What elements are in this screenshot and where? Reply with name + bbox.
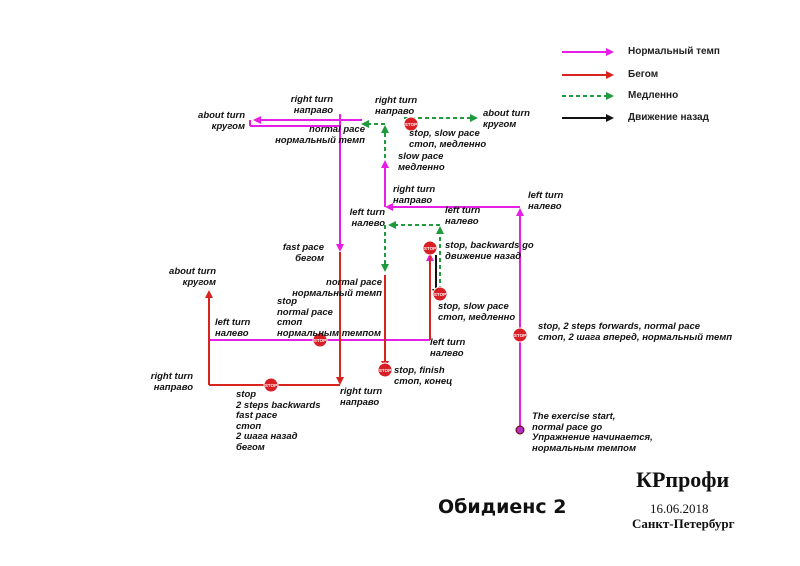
stop-sign: STOP [512,327,528,343]
label-left-turn-mid: left turn налево [349,207,385,229]
stop-sign: STOP [377,362,393,378]
label-stop-normal-pace: stop normal pace стоп нормальным темпом [277,296,381,339]
svg-text:STOP: STOP [379,368,391,373]
slow-pace-path [361,114,478,290]
stop-sign: STOP [263,377,279,393]
stop-sign: STOP [432,286,448,302]
label-left-turn-lower: left turn налево [430,337,466,359]
brand-name: КРпрофи [636,467,730,492]
label-about-turn-topleft: about turn кругом [198,110,245,132]
label-about-turn-top: about turn кругом [483,108,530,130]
legend-back-label: Движение назад [628,112,709,123]
svg-text:STOP: STOP [405,122,417,127]
label-left-turn-left: left turn налево [215,317,251,339]
label-stop-slow-mid: stop, slow pace стоп, медленно [438,301,516,323]
label-stop-slow-top: stop, slow pace стоп, медленно [409,128,487,150]
legend-slow-label: Медленно [628,90,679,101]
label-normal-pace-mid: normal pace нормальный темп [292,277,382,299]
stop-sign: STOP [312,332,328,348]
label-stop-finish: stop, finish стоп, конец [394,365,453,387]
legend-normal-label: Нормальный темп [628,46,720,57]
start-point [515,425,525,435]
label-left-turn-center: left turn налево [445,205,481,227]
label-about-turn-left: about turn кругом [169,266,216,288]
label-right-turn-left: right turn направо [150,371,193,393]
svg-text:STOP: STOP [424,246,436,251]
normal-pace-path [209,114,524,430]
stop-sign: STOP [422,240,438,256]
label-right-turn-top2: right turn направо [375,95,418,117]
svg-text:STOP: STOP [314,338,326,343]
label-right-turn-bottom: right turn направо [340,386,383,408]
stop-sign: STOP [403,116,419,132]
svg-text:STOP: STOP [265,383,277,388]
label-stop-backwards-go: stop, backwards go движение назад [445,240,534,262]
legend-run-label: Бегом [628,69,659,80]
label-stop-backwards-block: stop 2 steps backwards fast pace стоп 2 … [236,389,321,453]
svg-text:STOP: STOP [514,333,526,338]
label-fast-pace: fast pace бегом [282,242,324,264]
diagram-title: Обидиенс 2 [438,496,567,518]
label-left-turn-right: left turn налево [528,190,564,212]
label-normal-pace-top: normal pace нормальный темп [275,124,365,146]
label-stop-forwards: stop, 2 steps forwards, normal pace стоп… [538,321,733,343]
label-start: The exercise start, normal pace go Упраж… [532,411,653,454]
date: 16.06.2018 [650,501,709,516]
label-right-turn-topleft: right turn направо [290,94,333,116]
legend [562,48,614,122]
svg-text:STOP: STOP [434,292,446,297]
city: Санкт-Петербург [632,516,735,531]
label-slow-pace: slow pace медленно [398,151,445,173]
label-right-turn-top: right turn направо [393,184,436,206]
